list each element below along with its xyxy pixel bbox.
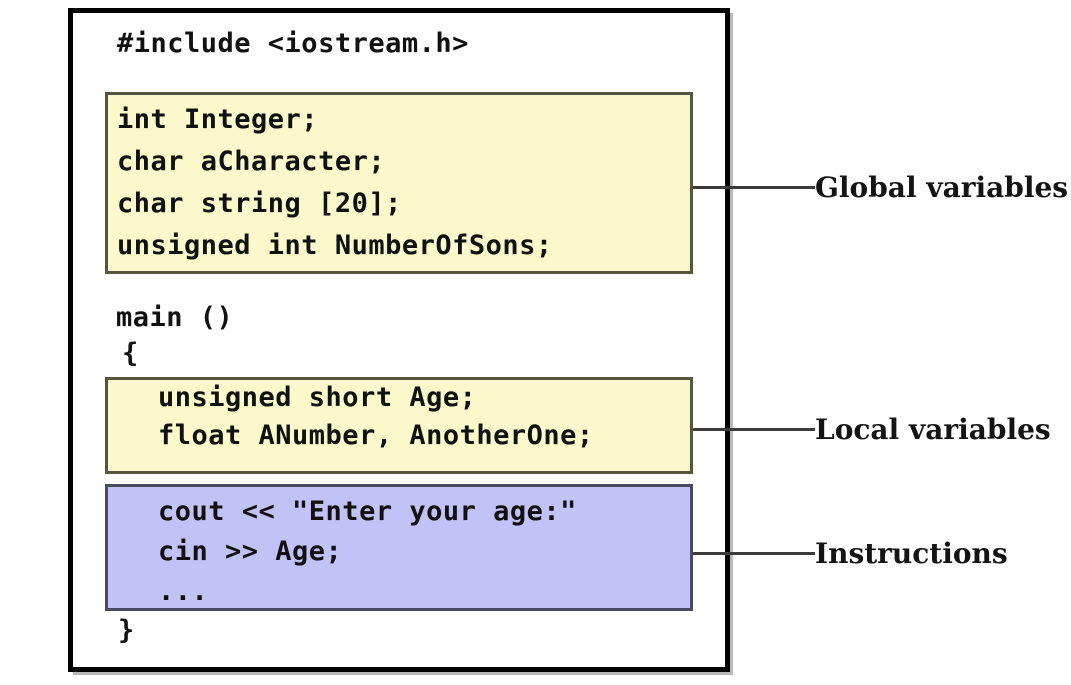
code-line-main-signature: main () [116, 302, 234, 333]
leader-line-local [690, 428, 815, 431]
annotation-local-variables: Local variables [815, 413, 1051, 446]
code-line-include: #include <iostream.h> [117, 28, 469, 59]
code-line-instruction-1: cin >> Age; [158, 536, 343, 567]
code-line-instruction-0: cout << "Enter your age:" [158, 496, 577, 527]
leader-line-global [690, 186, 815, 189]
code-line-global-2: char string [20]; [117, 188, 402, 219]
code-line-local-1: float ANumber, AnotherOne; [158, 420, 594, 451]
code-line-global-3: unsigned int NumberOfSons; [117, 230, 553, 261]
code-line-global-1: char aCharacter; [117, 146, 386, 177]
code-line-global-0: int Integer; [117, 104, 319, 135]
code-line-close-brace: } [118, 615, 135, 646]
local-variables-block [105, 377, 693, 474]
annotation-global-variables: Global variables [815, 171, 1069, 204]
global-variables-block [105, 92, 693, 274]
code-line-local-0: unsigned short Age; [158, 382, 477, 413]
code-line-instruction-2: ... [158, 576, 209, 607]
annotation-instructions: Instructions [815, 537, 1008, 570]
leader-line-instructions [690, 552, 815, 555]
code-line-open-brace: { [122, 338, 139, 369]
instructions-block [105, 484, 693, 611]
